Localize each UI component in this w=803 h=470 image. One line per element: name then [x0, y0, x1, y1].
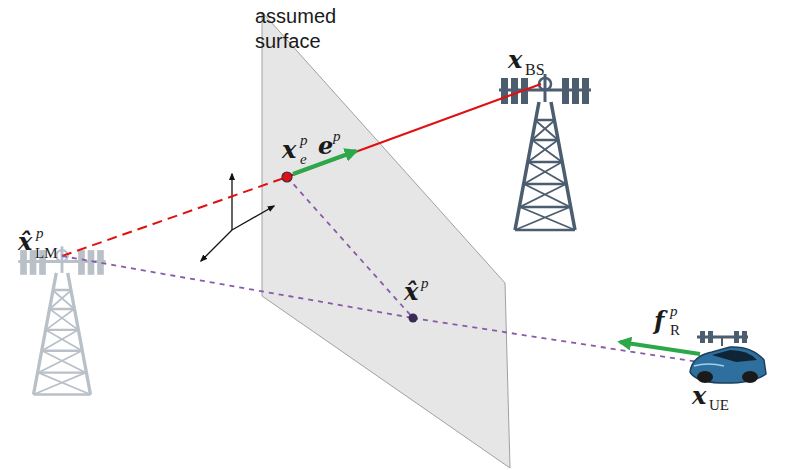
math-symbol: x	[692, 384, 706, 408]
superscript: p	[333, 129, 341, 144]
direction-arrow	[620, 342, 700, 354]
subscript: UE	[709, 398, 729, 413]
bs-ray	[287, 84, 541, 177]
math-symbol: f	[654, 309, 664, 333]
superscript: p	[36, 226, 44, 241]
math-symbol: x̂	[404, 280, 418, 304]
landmark-tower	[18, 246, 105, 394]
math-symbol: x	[508, 48, 522, 72]
math-symbol: e	[318, 134, 333, 158]
subscript: R	[670, 323, 680, 338]
virtual-ray	[62, 177, 287, 256]
math-symbol: x̂	[18, 230, 32, 254]
reflection-point	[409, 314, 418, 323]
subscript: BS	[525, 62, 545, 78]
superscript: p	[670, 304, 678, 319]
reflection-path	[62, 177, 698, 362]
assumed-surface	[262, 12, 510, 468]
surface-label: assumed surface	[255, 4, 345, 54]
base-station-tower	[499, 74, 591, 230]
coordinate-axes	[201, 174, 274, 261]
vehicle	[690, 331, 766, 383]
subscript: e	[300, 152, 307, 167]
subscript: LM	[35, 246, 58, 261]
superscript: p	[421, 276, 429, 291]
superscript: p	[300, 133, 308, 148]
math-symbol: x	[282, 138, 296, 162]
intersection-point	[282, 172, 292, 182]
